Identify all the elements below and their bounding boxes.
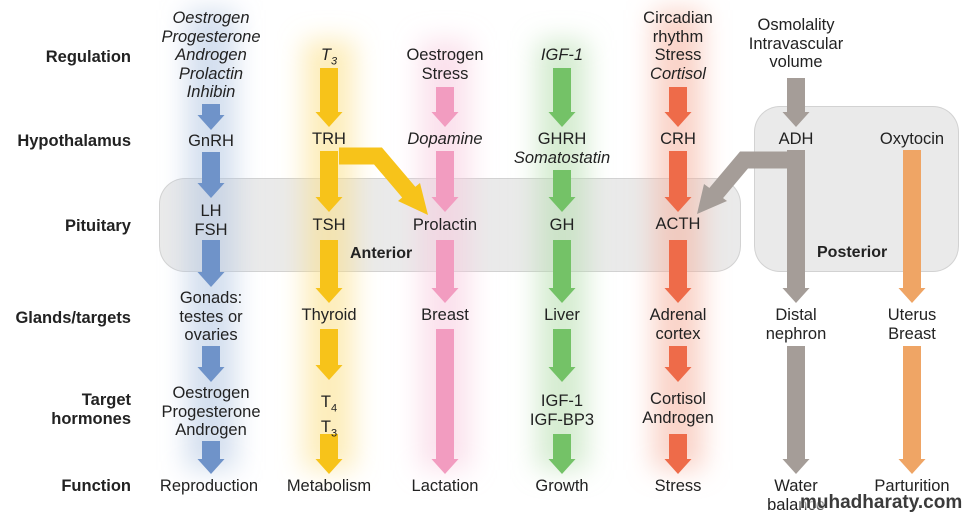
dopamine-label: Dopamine xyxy=(407,130,483,148)
row-label-hypothalamus: Hypothalamus xyxy=(17,132,131,150)
adh-label: ADH xyxy=(778,130,814,148)
metabolism-label: Metabolism xyxy=(286,477,372,495)
lactation-label: Lactation xyxy=(411,477,479,495)
reproduction-label: Reproduction xyxy=(159,477,259,495)
gonadal-arrow-1 xyxy=(197,104,225,130)
row-label-regulation: Regulation xyxy=(45,48,131,66)
posterior-label: Posterior xyxy=(817,244,888,261)
watermark-text: muhadharaty.com xyxy=(800,492,963,513)
row-label-target-hormones-line1: Target xyxy=(81,391,131,409)
growth-target-hormones: IGF-1 IGF-BP3 xyxy=(529,392,595,429)
distal-nephron-label: Distal nephron xyxy=(765,306,827,343)
gh-label: GH xyxy=(549,216,575,234)
liver-label: Liver xyxy=(544,306,580,324)
oxytocin-arrow-2 xyxy=(898,346,926,474)
stress-function-label: Stress xyxy=(654,477,702,495)
water-balance-label: Water balance xyxy=(767,477,825,514)
adrenal-arrow-1 xyxy=(664,87,692,127)
crh-label: CRH xyxy=(660,130,696,148)
growth-arrow-2 xyxy=(548,170,576,212)
gonadal-arrow-5 xyxy=(197,441,225,474)
prolactin-regulation: Oestrogen Stress xyxy=(406,46,484,83)
acth-label: ACTH xyxy=(655,215,701,233)
row-label-function: Function xyxy=(61,477,131,495)
breast-label: Breast xyxy=(421,306,469,324)
oxytocin-arrow-1 xyxy=(898,150,926,303)
growth-arrow-5 xyxy=(548,434,576,474)
adrenal-arrow-2 xyxy=(664,151,692,212)
prolactin-label: Prolactin xyxy=(412,216,478,234)
water-regulation: Osmolality Intravascular volume xyxy=(748,16,844,71)
trh-to-prolactin-arrow xyxy=(339,147,419,202)
growth-arrow-4 xyxy=(548,329,576,382)
thyroid-label: Thyroid xyxy=(301,306,357,324)
adrenal-target-hormones: Cortisol Androgen xyxy=(642,390,714,427)
trh-label: TRH xyxy=(312,130,346,148)
gnrh-label: GnRH xyxy=(188,132,234,150)
adrenal-arrow-4 xyxy=(664,346,692,382)
growth-label: Growth xyxy=(535,477,589,495)
lh-fsh-label: LH FSH xyxy=(194,202,228,239)
gonadal-arrow-4 xyxy=(197,346,225,382)
row-label-target-hormones-line2: hormones xyxy=(51,410,131,428)
water-arrow-1 xyxy=(782,78,810,127)
water-arrow-2 xyxy=(782,150,810,303)
gonadal-regulation: Oestrogen Progesterone Androgen Prolacti… xyxy=(161,9,261,101)
adrenal-regulation: Circadian rhythm Stress Cortisol xyxy=(643,9,713,83)
prolactin-arrow-4 xyxy=(431,329,459,474)
thyroid-arrow-4 xyxy=(315,329,343,380)
thyroid-arrow-1 xyxy=(315,68,343,127)
igf1-regulation-label: IGF-1 xyxy=(540,46,584,64)
adrenal-arrow-5 xyxy=(664,434,692,474)
adrenal-cortex-label: Adrenal cortex xyxy=(649,306,707,343)
prolactin-arrow-2 xyxy=(431,151,459,212)
gonads-label: Gonads: testes or ovaries xyxy=(179,289,243,344)
growth-arrow-1 xyxy=(548,68,576,127)
adh-to-acth-arrowhead xyxy=(697,184,727,214)
tsh-label: TSH xyxy=(312,216,346,234)
thyroid-target-hormones: T4 T3 xyxy=(320,393,338,440)
adh-to-acth-arrow xyxy=(705,151,790,204)
water-arrow-3 xyxy=(782,346,810,474)
uterus-breast-label: Uterus Breast xyxy=(887,306,937,343)
gonadal-arrow-2 xyxy=(197,152,225,198)
prolactin-arrow-1 xyxy=(431,87,459,127)
thyroid-arrow-5 xyxy=(315,434,343,474)
adrenal-arrow-3 xyxy=(664,240,692,303)
row-label-pituitary: Pituitary xyxy=(64,217,131,235)
gonadal-target-hormones: Oestrogen Progesterone Androgen xyxy=(161,384,261,439)
trh-to-prolactin-arrowhead xyxy=(398,183,428,215)
parturition-label: Parturition xyxy=(874,477,950,495)
t3-regulation-label: T3 xyxy=(320,46,338,68)
growth-arrow-3 xyxy=(548,240,576,303)
anterior-label: Anterior xyxy=(350,245,413,262)
row-label-glands: Glands/targets xyxy=(15,309,131,327)
gonadal-arrow-3 xyxy=(197,240,225,287)
thyroid-arrow-2 xyxy=(315,151,343,212)
oxytocin-label: Oxytocin xyxy=(879,130,945,148)
ghrh-somatostatin-label: GHRH Somatostatin xyxy=(513,130,611,167)
prolactin-arrow-3 xyxy=(431,240,459,303)
thyroid-arrow-3 xyxy=(315,240,343,303)
